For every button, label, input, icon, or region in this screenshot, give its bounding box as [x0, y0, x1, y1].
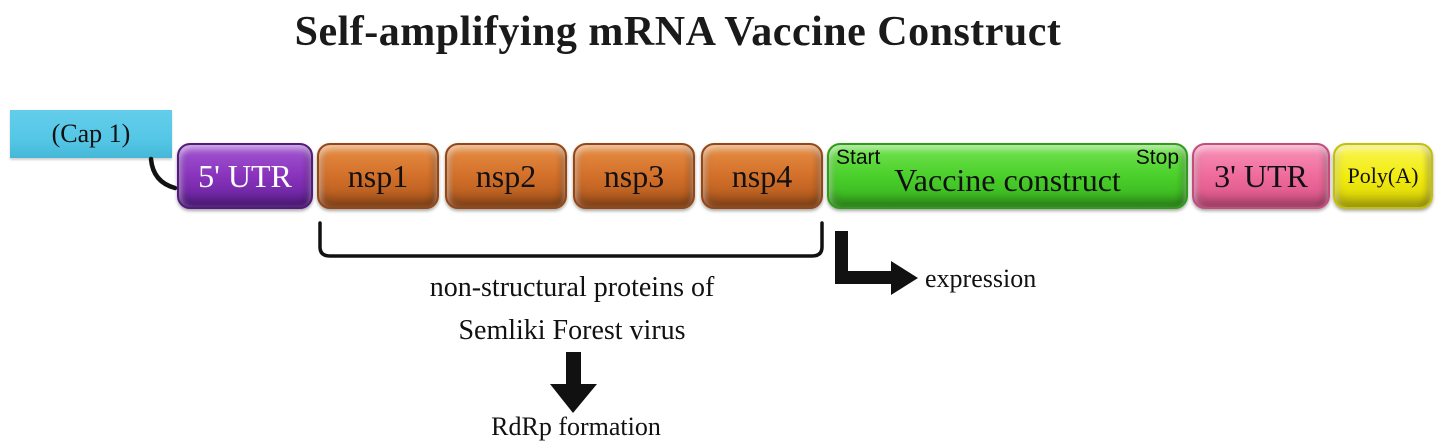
- rdrp-caption: RdRp formation: [491, 412, 661, 441]
- segment-polya-label: Poly(A): [1347, 163, 1419, 188]
- segment-3utr-label: 3' UTR: [1214, 157, 1308, 194]
- segment-vaccine-construct-label: Vaccine construct: [894, 161, 1121, 198]
- segment-nsp4-label: nsp4: [731, 157, 793, 194]
- cap-linker-arrow: [148, 156, 178, 191]
- segment-polya: Poly(A): [1333, 143, 1433, 209]
- segment-nsp2: nsp2: [445, 143, 567, 209]
- segment-3utr: 3' UTR: [1192, 143, 1330, 209]
- cap1-label: (Cap 1): [51, 119, 131, 148]
- nsp-bracket-caption-line2: Semliki Forest virus: [458, 315, 686, 346]
- expression-arrow: [835, 231, 918, 295]
- diagram-title: Self-amplifying mRNA Vaccine Construct: [294, 9, 1062, 55]
- stop-codon-label: Stop: [1135, 146, 1179, 169]
- nsp-bracket: [318, 221, 824, 258]
- segment-5utr: 5' UTR: [177, 143, 313, 209]
- nsp-bracket-caption-line1: non-structural proteins of: [429, 272, 715, 303]
- segment-nsp1-label: nsp1: [347, 157, 409, 194]
- start-codon-label: Start: [836, 146, 881, 169]
- expression-caption: expression: [925, 264, 1037, 293]
- segment-nsp2-label: nsp2: [475, 157, 537, 194]
- segment-vaccine-construct: Start Vaccine construct Stop: [827, 143, 1188, 209]
- segment-nsp1: nsp1: [317, 143, 439, 209]
- rdrp-arrow: [550, 352, 597, 413]
- segment-nsp3: nsp3: [573, 143, 695, 209]
- cap1-box: (Cap 1): [10, 110, 172, 158]
- segment-nsp4: nsp4: [701, 143, 823, 209]
- nsp-bracket-caption: non-structural proteins of Semliki Fores…: [430, 266, 715, 352]
- segment-5utr-label: 5' UTR: [198, 157, 292, 194]
- segment-nsp3-label: nsp3: [603, 157, 665, 194]
